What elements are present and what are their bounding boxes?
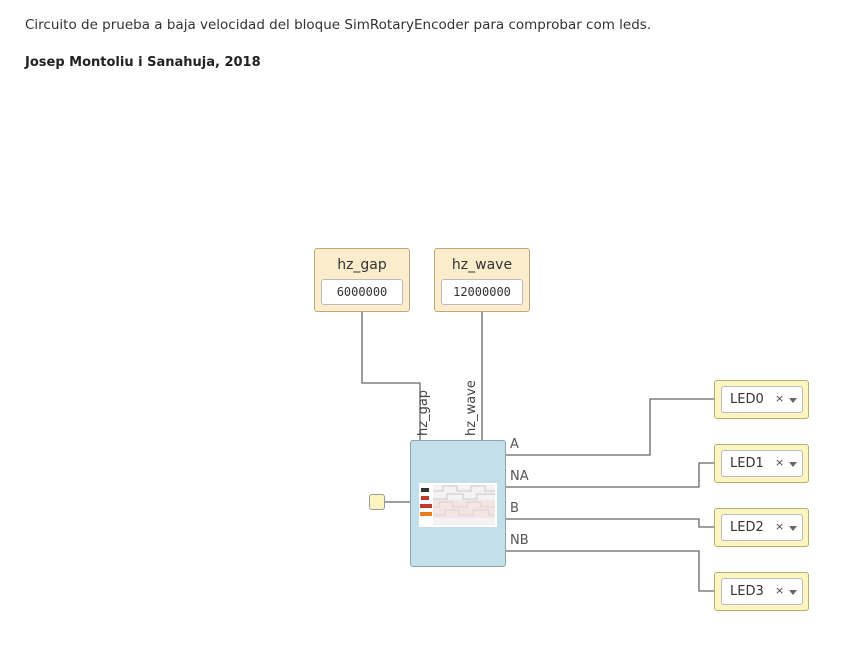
param-title-hz-wave: hz_wave (451, 257, 513, 273)
wire-na (506, 462, 714, 488)
port-label-hz-gap: hz_gap (416, 389, 431, 436)
sim-rotary-encoder-block[interactable] (410, 440, 506, 567)
wire-b (506, 518, 714, 528)
led-select-2[interactable]: LED2 × (721, 514, 803, 541)
port-label-nb: NB (510, 533, 529, 548)
led-select-0[interactable]: LED0 × (721, 386, 803, 413)
param-field-hz-gap[interactable]: 6000000 (321, 279, 403, 305)
port-label-hz-wave: hz_wave (464, 380, 479, 436)
port-label-na: NA (510, 469, 529, 484)
chevron-down-icon[interactable] (789, 398, 797, 403)
led-label-1: LED1 (730, 456, 764, 471)
wire-hz-gap (361, 311, 421, 440)
circuit-description: Circuito de prueba a baja velocidad del … (25, 17, 652, 33)
port-label-a: A (510, 437, 519, 452)
chevron-down-icon[interactable] (789, 462, 797, 467)
clear-icon[interactable]: × (775, 392, 785, 405)
param-field-hz-wave[interactable]: 12000000 (441, 279, 523, 305)
wire-a (506, 398, 714, 456)
led-block-1[interactable]: LED1 × (714, 444, 809, 483)
port-label-b: B (510, 501, 519, 516)
led-select-1[interactable]: LED1 × (721, 450, 803, 477)
wire-nb (506, 550, 714, 592)
clear-icon[interactable]: × (775, 456, 785, 469)
led-label-2: LED2 (730, 520, 764, 535)
chevron-down-icon[interactable] (789, 590, 797, 595)
led-block-3[interactable]: LED3 × (714, 572, 809, 611)
clear-icon[interactable]: × (775, 584, 785, 597)
led-block-0[interactable]: LED0 × (714, 380, 809, 419)
clear-icon[interactable]: × (775, 520, 785, 533)
circuit-author: Josep Montoliu i Sanahuja, 2018 (25, 55, 261, 70)
param-title-hz-gap: hz_gap (337, 257, 387, 273)
waveform-thumbnail-icon (419, 483, 497, 527)
led-label-0: LED0 (730, 392, 764, 407)
led-label-3: LED3 (730, 584, 764, 599)
led-select-3[interactable]: LED3 × (721, 578, 803, 605)
clock-input-pad[interactable] (369, 494, 385, 510)
param-block-hz-gap[interactable]: hz_gap 6000000 (314, 248, 410, 312)
chevron-down-icon[interactable] (789, 526, 797, 531)
led-block-2[interactable]: LED2 × (714, 508, 809, 547)
param-block-hz-wave[interactable]: hz_wave 12000000 (434, 248, 530, 312)
